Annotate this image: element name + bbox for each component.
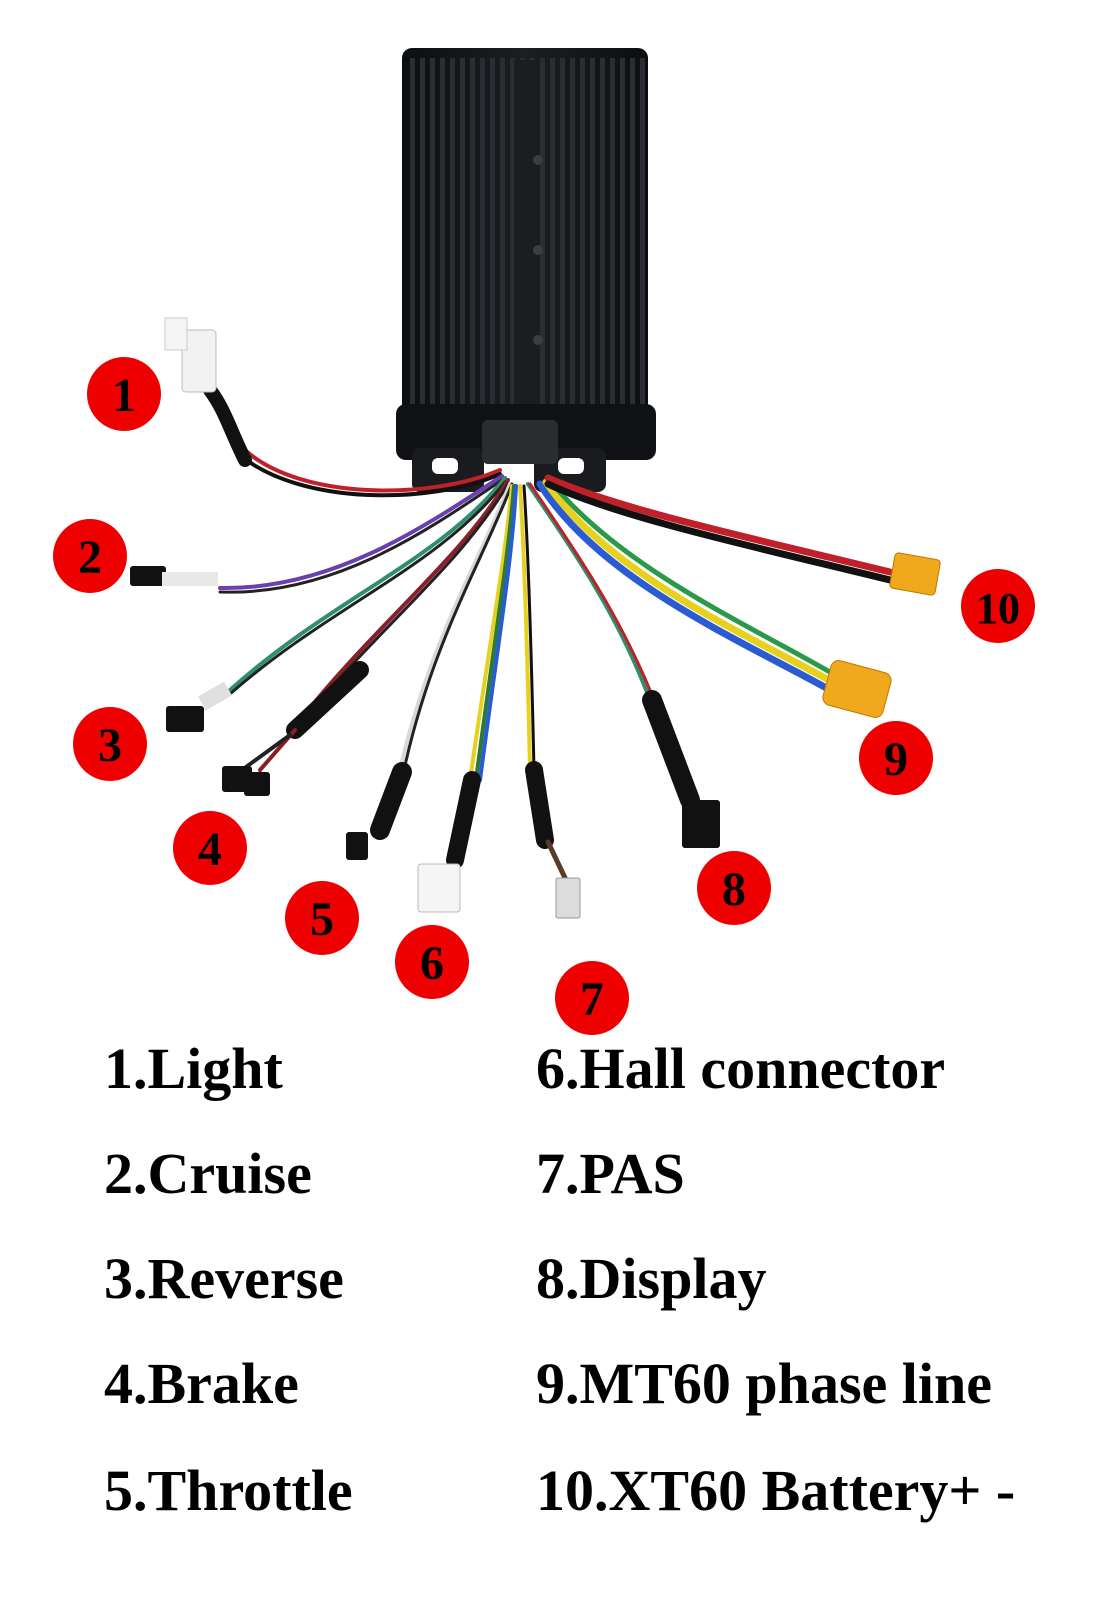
heatsink-fin: [560, 58, 565, 408]
light-connector: [181, 329, 217, 393]
badge-circle: [73, 707, 147, 781]
badge-3: 3: [73, 707, 147, 781]
xt60-connector: [889, 552, 941, 596]
legend-item-mt60-phase-line: 9.MT60 phase line: [536, 1351, 992, 1416]
cable-harness: [130, 317, 941, 919]
heatsink-fin: [600, 58, 605, 408]
heatsink-fin: [460, 58, 465, 408]
badge-label: 5: [310, 893, 334, 946]
badge-label: 7: [580, 973, 604, 1026]
heatsink-fin: [610, 58, 615, 408]
mount-hole: [432, 458, 458, 474]
heatsink-fin: [480, 58, 485, 408]
cable-gland: [482, 420, 558, 464]
heatsink-fin: [620, 58, 625, 408]
legend-item-hall-connector: 6.Hall connector: [536, 1036, 946, 1101]
heatsink-fin: [500, 58, 505, 408]
badge-label: 2: [78, 531, 102, 584]
heatsink-fin: [630, 58, 635, 408]
badge-1: 1: [87, 357, 161, 431]
heatsink-fin: [640, 58, 645, 408]
heatsink-fin: [490, 58, 495, 408]
throttle-connector: [346, 832, 368, 860]
mt60-connector: [822, 660, 892, 718]
screw: [533, 335, 543, 345]
badge-label: 9: [884, 733, 908, 786]
mount-hole: [558, 458, 584, 474]
legend-item-pas: 7.PAS: [536, 1141, 685, 1206]
heatsink-fin: [590, 58, 595, 408]
badge-circle: [173, 811, 247, 885]
legend-item-cruise: 2.Cruise: [104, 1141, 312, 1206]
badge-9: 9: [859, 721, 933, 795]
heatsink-fin: [410, 58, 415, 408]
heatsink-fin: [440, 58, 445, 408]
heatsink-fin: [570, 58, 575, 408]
heatsink-fin: [580, 58, 585, 408]
legend-item-xt60-battery: 10.XT60 Battery+ -: [536, 1458, 1016, 1523]
heatsink-fin: [450, 58, 455, 408]
badge-4: 4: [173, 811, 247, 885]
heatsink-fin: [430, 58, 435, 408]
controller-wiring-diagram: 1 2 3 4 5 6 7 8 9 10: [53, 48, 1035, 1035]
badge-5: 5: [285, 881, 359, 955]
heatsink-fin: [470, 58, 475, 408]
badge-7: 7: [555, 961, 629, 1035]
controller-box: [396, 48, 656, 492]
heatsink-fin: [420, 58, 425, 408]
badge-8: 8: [697, 851, 771, 925]
badge-circle: [285, 881, 359, 955]
cruise-connector: [130, 566, 166, 586]
badge-label: 8: [722, 863, 746, 916]
display-connector: [682, 800, 720, 848]
heatsink-fin: [510, 58, 515, 408]
badge-label: 6: [420, 937, 444, 990]
badge-label: 10: [976, 584, 1020, 633]
badge-circle: [555, 961, 629, 1035]
center-rail: [514, 60, 538, 420]
screw: [533, 155, 543, 165]
badge-6: 6: [395, 925, 469, 999]
legend-item-light: 1.Light: [104, 1036, 283, 1101]
badge-2: 2: [53, 519, 127, 593]
reverse-connector: [166, 706, 204, 732]
badge-10: 10: [961, 569, 1035, 643]
badge-circle: [961, 569, 1035, 643]
hall-connector: [417, 863, 461, 913]
legend-item-reverse: 3.Reverse: [104, 1246, 344, 1311]
number-badges: 1 2 3 4 5 6 7 8 9 10: [53, 357, 1035, 1035]
legend-item-throttle: 5.Throttle: [104, 1458, 353, 1523]
legend-item-brake: 4.Brake: [104, 1351, 299, 1416]
pas-connector: [555, 877, 581, 919]
connector-legend: 1.Light 2.Cruise 3.Reverse 4.Brake 5.Thr…: [0, 1030, 1094, 1590]
badge-circle: [395, 925, 469, 999]
badge-circle: [859, 721, 933, 795]
badge-label: 3: [98, 719, 122, 772]
heatsink-fin: [540, 58, 545, 408]
badge-circle: [87, 357, 161, 431]
legend-item-display: 8.Display: [536, 1246, 767, 1311]
badge-circle: [697, 851, 771, 925]
screw: [533, 245, 543, 255]
heatsink-fin: [550, 58, 555, 408]
badge-label: 1: [112, 369, 136, 422]
badge-circle: [53, 519, 127, 593]
badge-label: 4: [198, 823, 222, 876]
